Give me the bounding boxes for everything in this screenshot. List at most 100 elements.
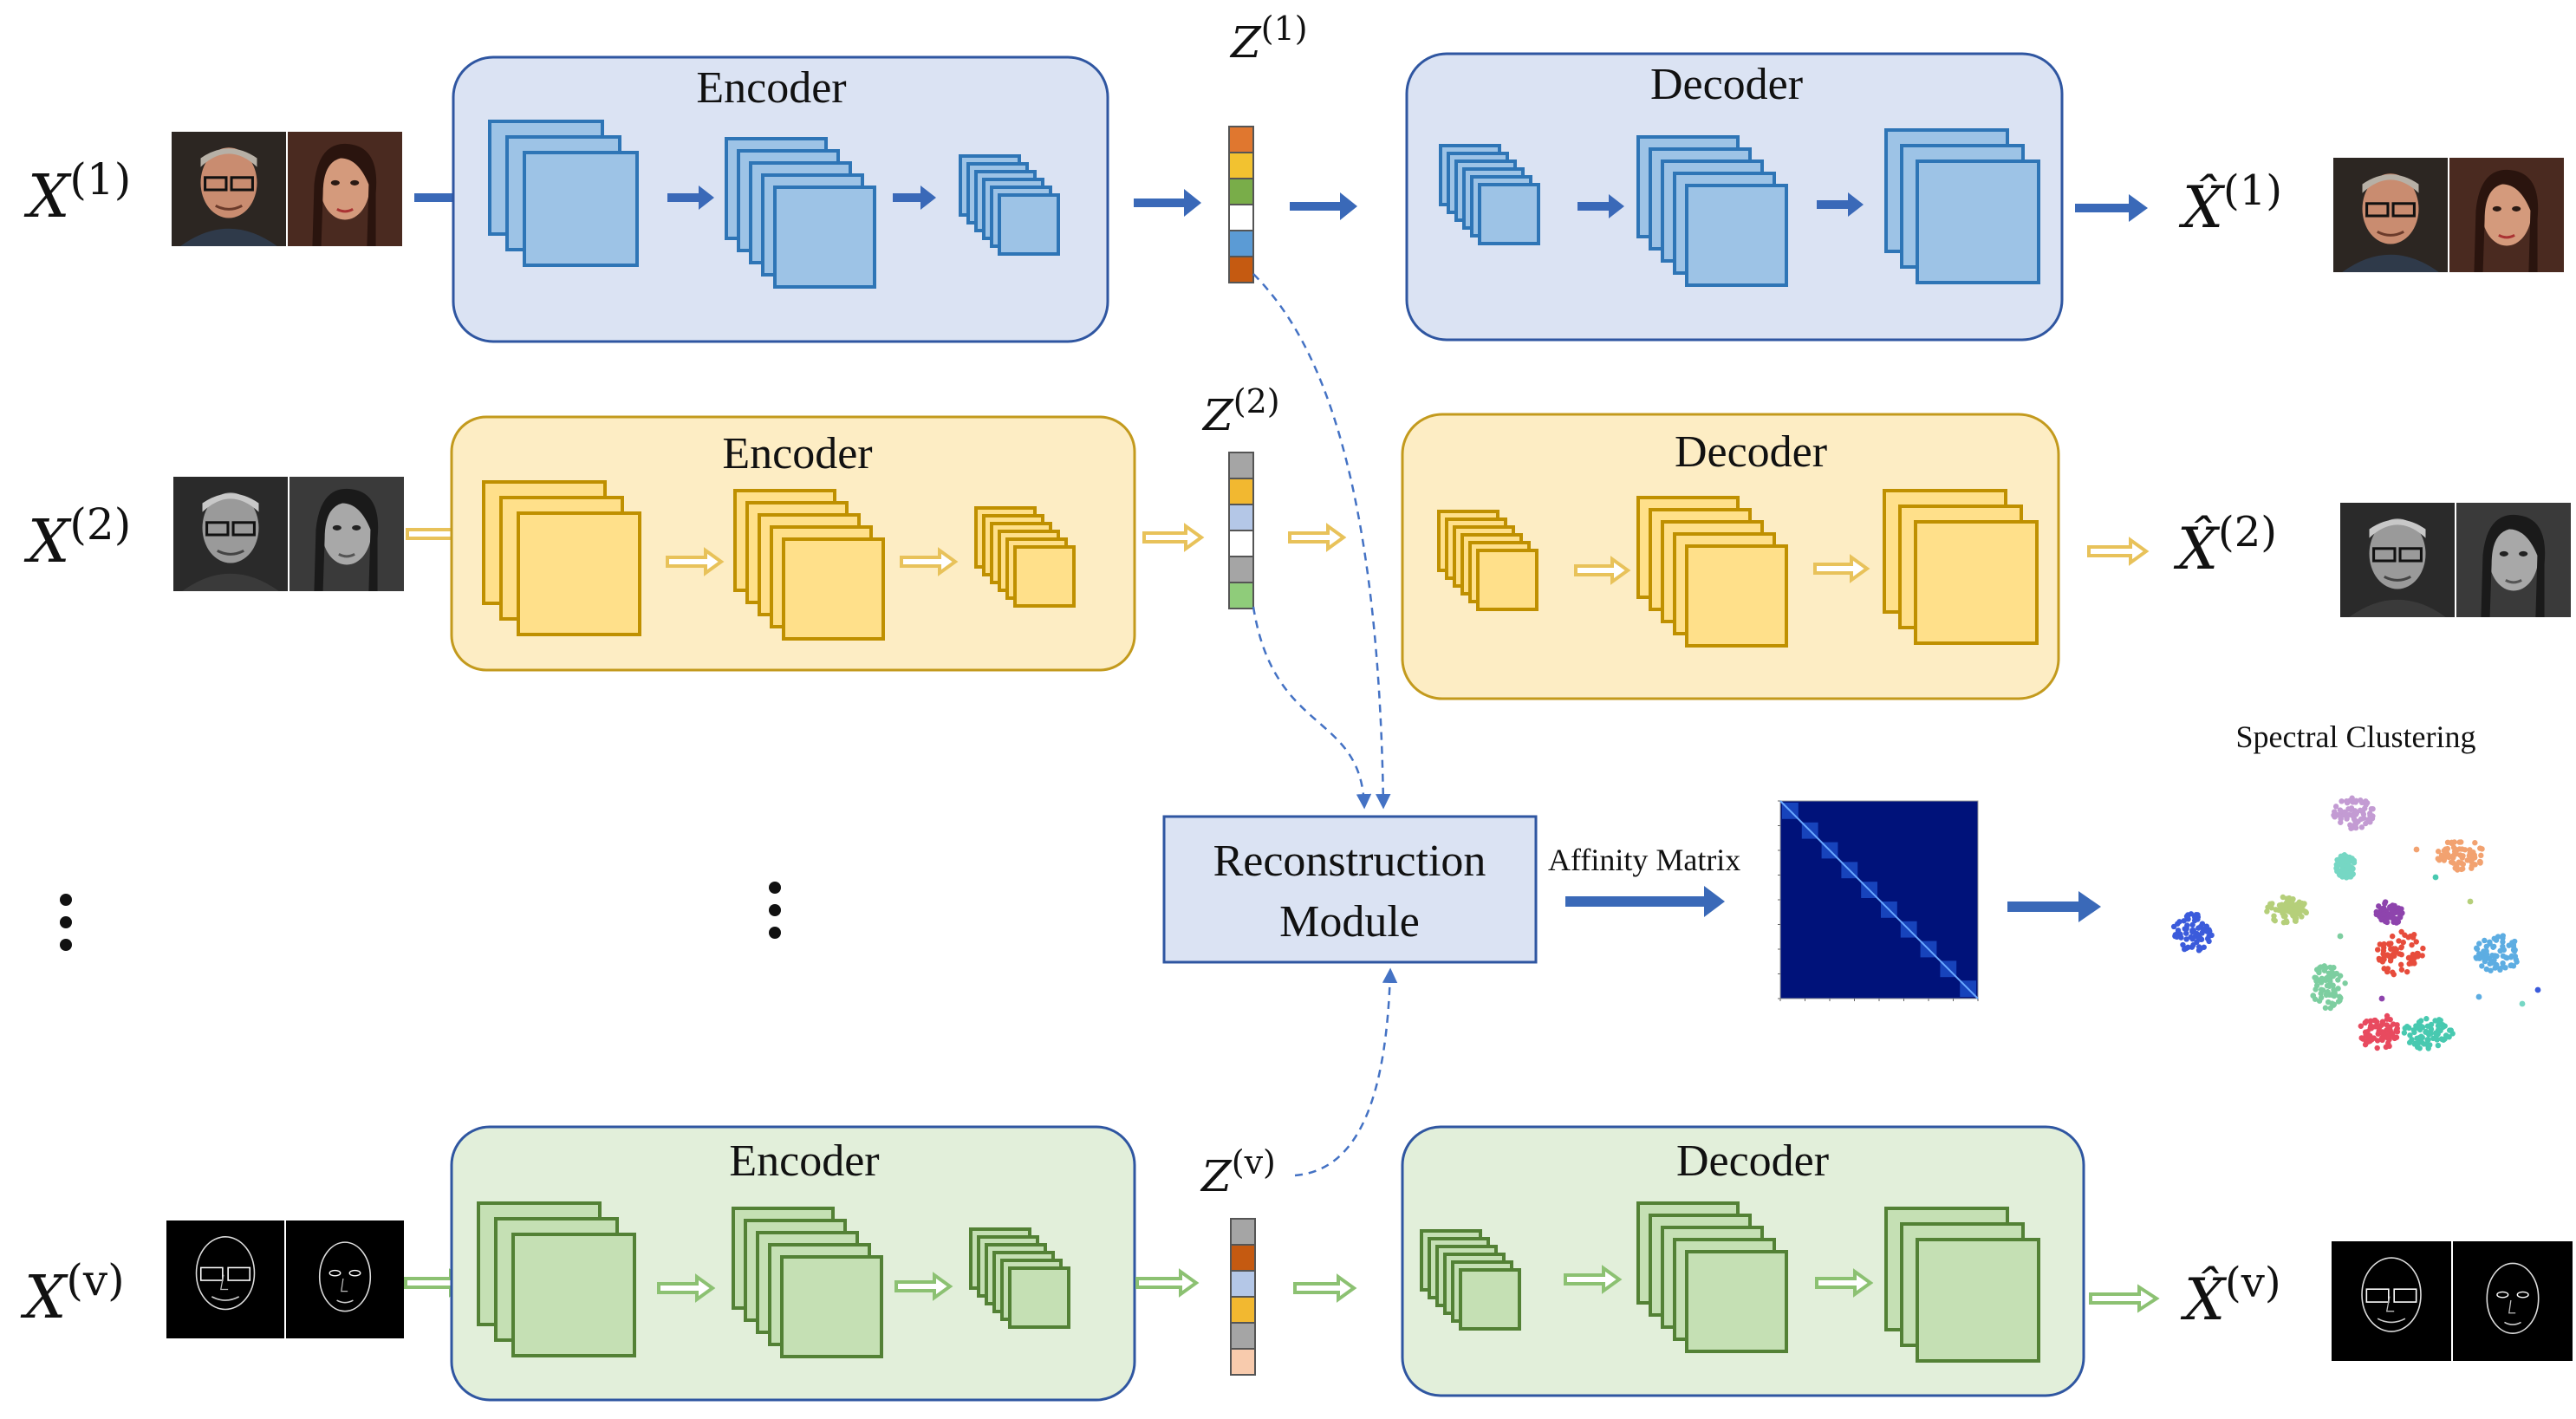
feature-map-stack <box>1636 496 1788 648</box>
cluster-point <box>2195 914 2202 921</box>
cluster-point <box>2360 1036 2366 1042</box>
cluster-point <box>2478 852 2484 859</box>
feature-map-stack <box>732 1207 883 1358</box>
cluster-point <box>2398 952 2404 958</box>
cluster-point <box>2183 913 2190 920</box>
arrow-head <box>920 186 936 210</box>
hollow-arrow <box>1135 1268 1200 1298</box>
feature-map-stack <box>1883 489 2039 645</box>
cluster-point <box>2391 951 2397 957</box>
cluster <box>2333 852 2358 881</box>
vertical-ellipsis-center <box>769 882 781 939</box>
cluster-point <box>2385 1040 2391 1046</box>
cluster-point <box>2409 1037 2415 1043</box>
cluster-point <box>2337 807 2344 813</box>
cluster-point <box>2358 816 2365 823</box>
input-images-v <box>166 1220 404 1338</box>
cluster-point <box>2398 967 2405 973</box>
cluster-point <box>2199 921 2206 927</box>
cluster-point <box>2387 1016 2393 1023</box>
cluster-point <box>2473 954 2479 960</box>
cluster <box>2310 963 2348 1012</box>
feature-map-layer <box>998 193 1060 256</box>
latent-label-2: Z(2) <box>1201 382 1280 440</box>
latent-cell <box>1230 1348 1256 1376</box>
dashed-connectors <box>1252 273 1398 1177</box>
cluster-point <box>2425 1030 2431 1036</box>
cluster-point <box>2386 941 2392 947</box>
cluster-point <box>2330 970 2336 977</box>
feature-map-layer <box>1685 544 1788 648</box>
cluster-point <box>2199 930 2205 936</box>
cluster-point <box>2310 993 2316 999</box>
cluster-point <box>2420 945 2426 952</box>
cluster-point <box>2334 856 2340 863</box>
cluster-point <box>2424 1023 2431 1029</box>
feature-map-layer <box>1916 1238 2040 1363</box>
cluster-point <box>2189 921 2195 928</box>
encoder-label: Encoder <box>729 1136 879 1186</box>
feature-map-layer <box>1008 1266 1070 1329</box>
cluster-point <box>2374 1045 2380 1051</box>
cluster-point <box>2332 814 2338 820</box>
cluster-point <box>2391 1034 2397 1040</box>
cluster-point <box>2454 862 2460 869</box>
cluster-point <box>2389 933 2396 940</box>
arrow-head <box>1609 194 1624 218</box>
encoder-label: Encoder <box>696 63 846 113</box>
cluster-point <box>2331 993 2338 999</box>
cluster-point <box>2201 944 2207 950</box>
cluster-point <box>2435 856 2442 862</box>
cluster-point <box>2415 1040 2422 1046</box>
cluster-point <box>2181 918 2187 924</box>
reconstruction-module: Reconstruction Module <box>1162 815 1538 964</box>
cluster-point <box>2446 1034 2452 1040</box>
cluster-point <box>2338 995 2344 1001</box>
row-view-2: X(2) Encoder Z(2) Decoder <box>23 382 2571 700</box>
cluster-point <box>2195 944 2202 950</box>
cluster-point <box>2464 857 2470 863</box>
output-label-v: X̂(v) <box>2180 1259 2281 1333</box>
feature-map-stack <box>1636 135 1788 287</box>
latent-cell <box>1228 230 1254 257</box>
cluster-point <box>2358 824 2365 830</box>
cluster-point <box>2183 930 2189 936</box>
latent-label-v: Z(v) <box>1200 1143 1276 1201</box>
latent-vector-1 <box>1228 126 1254 283</box>
feature-map-layer <box>523 151 639 267</box>
feature-map-layer <box>1916 159 2040 284</box>
cluster-point <box>2378 1035 2385 1041</box>
cluster-point <box>2417 1025 2423 1032</box>
cluster-point <box>2384 966 2391 972</box>
cluster-point <box>2293 915 2299 921</box>
cluster <box>2331 795 2376 831</box>
cluster-point <box>2448 1027 2454 1033</box>
output-images-2 <box>2340 503 2571 617</box>
cluster-point <box>2466 852 2473 859</box>
feature-map-layer <box>773 186 876 289</box>
cluster-point <box>2208 932 2215 939</box>
cluster-point <box>2203 923 2209 929</box>
cluster-point <box>2327 1005 2333 1012</box>
face-image-woman <box>2456 503 2571 617</box>
dashed-arrow-zv <box>1294 967 1398 1177</box>
feature-map-stack <box>482 480 641 636</box>
feature-map-stack <box>1636 1201 1788 1353</box>
feature-map-layer <box>1013 545 1076 608</box>
cluster-point <box>2370 805 2376 812</box>
cluster-point <box>2339 798 2345 804</box>
cluster-point <box>2380 1030 2386 1037</box>
feature-map-layer <box>1685 184 1788 287</box>
feature-map-stack <box>1439 144 1540 245</box>
decoder-block-2: Decoder <box>1401 413 2060 700</box>
cluster-point <box>2483 948 2489 954</box>
cluster-point <box>2194 930 2200 937</box>
cluster-point <box>2504 954 2510 961</box>
cluster-point <box>2198 936 2205 942</box>
cluster-point <box>2435 849 2442 855</box>
arrow-head <box>1184 189 1201 217</box>
arrow-head <box>2129 194 2148 222</box>
cluster-point <box>2491 943 2497 950</box>
input-label-v: X(v) <box>20 1255 125 1332</box>
encoder-block-1: Encoder <box>452 55 1109 343</box>
